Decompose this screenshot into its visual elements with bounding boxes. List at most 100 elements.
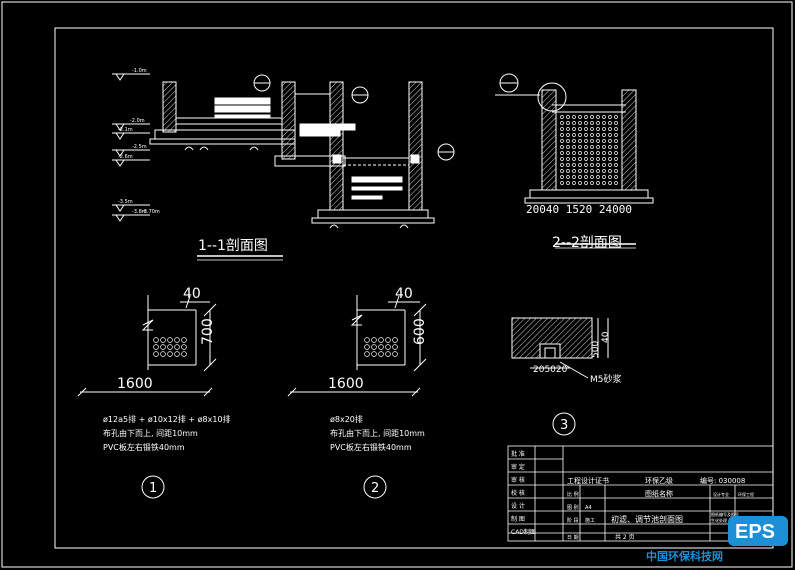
perforation-hole	[590, 151, 594, 155]
section-2-2	[495, 73, 654, 249]
perforation-hole	[608, 181, 612, 185]
level-label: -2.0m	[130, 118, 145, 124]
perforation-hole	[378, 337, 384, 343]
tb-row-label: CAD制图	[511, 528, 536, 536]
perforation-hole	[602, 121, 606, 125]
perforation-hole	[602, 145, 606, 149]
tb-left-value-2: 施工	[585, 517, 595, 524]
tb-grade: 环保乙级	[645, 476, 673, 485]
perforation-hole	[566, 163, 570, 167]
perforation-hole	[153, 351, 159, 357]
perforation-hole	[160, 351, 166, 357]
perforation-hole	[385, 337, 391, 343]
perforation-hole	[364, 351, 370, 357]
perforation-hole	[578, 145, 582, 149]
perforation-hole	[181, 337, 187, 343]
perforation-hole	[378, 351, 384, 357]
tb-row-label: 校 核	[511, 489, 525, 497]
watermark-brand: EPS	[735, 521, 775, 543]
detail-3	[511, 317, 609, 379]
perforation-grid-d2	[364, 337, 398, 357]
d1-badge-circle	[141, 475, 165, 499]
perforation-hole	[614, 169, 618, 173]
perforation-hole	[590, 133, 594, 137]
perforation-hole	[584, 169, 588, 173]
perforation-hole	[596, 121, 600, 125]
perforation-hole	[566, 169, 570, 173]
d2-note-1: ø8x20排	[330, 414, 363, 424]
perforation-hole	[160, 337, 166, 343]
detail-1	[77, 295, 217, 397]
perforation-hole	[584, 133, 588, 137]
d1-note-3: PVC板左右锻铁40mm	[103, 442, 185, 452]
perforation-hole	[596, 157, 600, 161]
perforation-hole	[608, 157, 612, 161]
tb-right-small2-1: 生化处理	[711, 517, 727, 523]
perforation-hole	[614, 151, 618, 155]
perforation-hole	[584, 115, 588, 119]
perforation-hole	[584, 145, 588, 149]
perforation-hole	[371, 351, 377, 357]
perforation-hole	[608, 145, 612, 149]
perforation-hole	[566, 139, 570, 143]
level-label: -2.6m	[118, 154, 133, 160]
perforation-hole	[572, 175, 576, 179]
d3-mortar: M5砂浆	[590, 373, 622, 385]
perforation-hole	[608, 169, 612, 173]
d2-dim-side: 600	[412, 318, 428, 345]
perforation-hole	[566, 127, 570, 131]
watermark-logo: EPS 中国环保科技网	[646, 516, 788, 563]
perforation-grid-d1	[153, 337, 187, 357]
perforation-hole	[566, 133, 570, 137]
perforation-hole	[602, 115, 606, 119]
perforation-hole	[608, 139, 612, 143]
perforation-hole	[560, 157, 564, 161]
perforation-hole	[167, 337, 173, 343]
perforation-hole	[608, 163, 612, 167]
tb-left-small-3: 日 期	[567, 535, 579, 541]
tb-drawing-name: 初滤、调节池剖面图	[611, 514, 683, 524]
tb-number: 编号: 030008	[700, 476, 745, 485]
perforation-hole	[572, 133, 576, 137]
perforation-hole	[560, 127, 564, 131]
d2-badge: 2	[371, 481, 379, 496]
perforation-hole	[385, 351, 391, 357]
perforation-hole	[572, 127, 576, 131]
perforation-hole	[590, 181, 594, 185]
d2-note-2: 布孔由下而上, 间距10mm	[330, 428, 425, 438]
perforation-hole	[572, 139, 576, 143]
d3-dim-bottom: 205020	[533, 365, 568, 375]
level-label: -3.8m	[132, 209, 147, 215]
perforation-hole	[153, 344, 159, 350]
perforation-hole	[596, 175, 600, 179]
tb-cert: 工程设计证书	[567, 476, 609, 485]
perforation-hole	[364, 337, 370, 343]
perforation-hole	[596, 151, 600, 155]
perforation-hole	[590, 163, 594, 167]
section-2-2-dims: 20040 1520 24000	[526, 203, 632, 216]
perforation-hole	[392, 337, 398, 343]
level-label: -3.70m	[142, 209, 160, 215]
perforation-hole	[174, 344, 180, 350]
tb-left-value-1: A4	[585, 505, 592, 511]
perforation-hole	[590, 127, 594, 131]
perforation-hole	[578, 133, 582, 137]
d3-badge: 3	[560, 418, 568, 433]
perforation-hole	[560, 181, 564, 185]
perforation-hole	[364, 344, 370, 350]
perforation-hole	[560, 175, 564, 179]
perforation-hole	[596, 133, 600, 137]
perforation-hole	[578, 139, 582, 143]
perforation-hole	[602, 175, 606, 179]
perforation-hole	[560, 145, 564, 149]
tb-row-label: 审 定	[511, 463, 525, 471]
title-block	[507, 445, 774, 542]
watermark-site: 中国环保科技网	[646, 549, 723, 563]
perforation-hole	[596, 145, 600, 149]
perforation-hole	[602, 133, 606, 137]
tb-sheet: 共 2 页	[615, 533, 635, 541]
level-label: -1.0m	[132, 68, 147, 74]
tb-drawing-name-label: 图纸名称	[645, 489, 673, 498]
perforation-hole	[584, 151, 588, 155]
tb-row-label: 审 核	[511, 476, 525, 484]
